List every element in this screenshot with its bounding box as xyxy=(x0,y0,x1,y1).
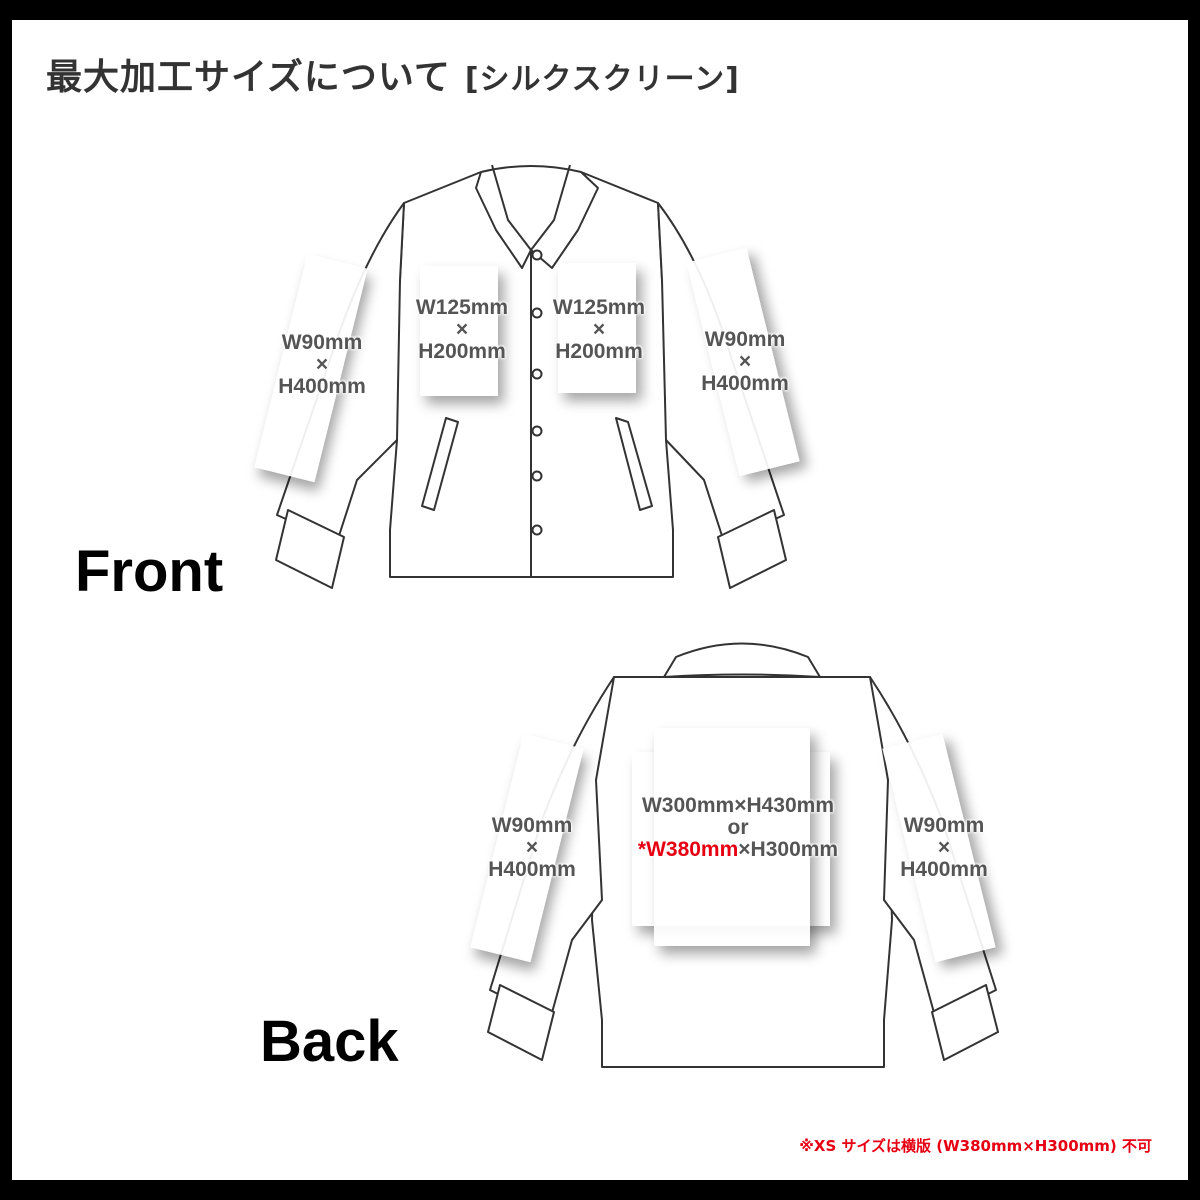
dim-times: × xyxy=(525,836,539,859)
dim-alternate-width-red: *W380mm xyxy=(637,838,739,861)
back-center-dimensions: W300mm×H430mm or *W380mm×H300mm xyxy=(608,795,868,861)
dim-height: H400mm xyxy=(278,375,366,398)
front-right-chest-dimensions: W125mm × H200mm xyxy=(539,297,659,363)
title-subtitle: [シルクスクリーン] xyxy=(464,62,740,97)
dim-height: H400mm xyxy=(900,858,988,881)
back-label: Back xyxy=(260,1009,399,1074)
title-text: 最大加工サイズについて xyxy=(46,57,451,98)
dim-width: W90mm xyxy=(491,814,573,837)
dim-alternate-rest: ×H300mm xyxy=(738,838,839,861)
dim-times: × xyxy=(738,350,752,373)
front-right-sleeve-dimensions: W90mm × H400mm xyxy=(685,329,805,395)
front-label: Front xyxy=(75,539,224,604)
dim-primary: W300mm×H430mm xyxy=(641,794,834,817)
dim-height: H400mm xyxy=(488,858,576,881)
dim-height: H400mm xyxy=(701,372,789,395)
dim-times: × xyxy=(455,318,469,341)
dim-width: W90mm xyxy=(704,328,786,351)
dim-width: W90mm xyxy=(281,331,363,354)
dim-width: W90mm xyxy=(903,814,985,837)
dim-width: W125mm xyxy=(415,296,509,319)
diagram-canvas: 最大加工サイズについて [シルクスクリーン] xyxy=(12,20,1188,1180)
dim-width: W125mm xyxy=(552,296,646,319)
back-tall-zone xyxy=(654,728,810,946)
front-right-chest-zone xyxy=(558,263,636,393)
dim-times: × xyxy=(315,353,329,376)
dim-times: × xyxy=(937,836,951,859)
dim-or: or xyxy=(727,816,749,839)
dim-times: × xyxy=(592,318,606,341)
xs-size-footnote: ※XS サイズは横版 (W380mm×H300mm) 不可 xyxy=(799,1137,1152,1155)
front-left-sleeve-dimensions: W90mm × H400mm xyxy=(262,332,382,398)
back-right-sleeve-dimensions: W90mm × H400mm xyxy=(884,815,1004,881)
front-left-chest-dimensions: W125mm × H200mm xyxy=(402,297,522,363)
dim-height: H200mm xyxy=(555,340,643,363)
front-left-chest-zone xyxy=(420,266,498,396)
back-left-sleeve-dimensions: W90mm × H400mm xyxy=(472,815,592,881)
dim-height: H200mm xyxy=(418,340,506,363)
dim-alternate: *W380mm×H300mm xyxy=(608,839,868,861)
page-title: 最大加工サイズについて [シルクスクリーン] xyxy=(46,48,740,100)
